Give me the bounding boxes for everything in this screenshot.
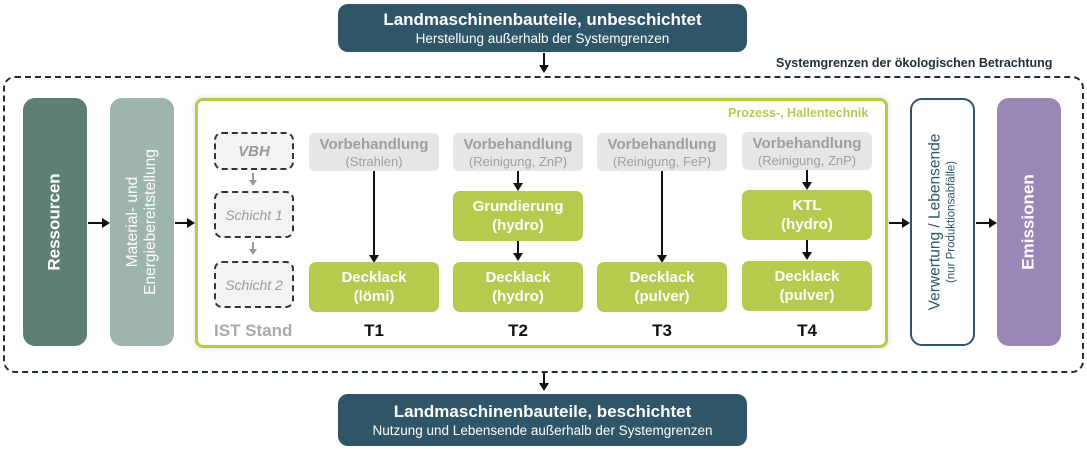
t2-topcoat: Decklack (hydro) xyxy=(453,262,583,312)
arrow-top-down xyxy=(543,53,545,67)
ist-step-schicht1: Schicht 1 xyxy=(214,191,294,238)
t4-ktl-l2: (hydro) xyxy=(781,216,833,233)
material-energy-box: Material- und Energiebereitstellung xyxy=(110,98,174,346)
ist-arrowhead-1 xyxy=(249,180,257,186)
t2-primer-l2: (hydro) xyxy=(492,217,544,234)
arrow-res-mat xyxy=(88,222,104,224)
t3-topcoat: Decklack (pulver) xyxy=(597,262,727,312)
material-energy-label: Material- und Energiebereitstellung xyxy=(124,149,160,295)
t1-topcoat-l1: Decklack xyxy=(341,269,407,286)
t1-pretreatment: Vorbehandlung (Strahlen) xyxy=(309,133,439,171)
t3-topcoat-l2: (pulver) xyxy=(634,288,690,305)
ist-step-schicht2: Schicht 2 xyxy=(214,261,294,308)
t4-pretreatment-title: Vorbehandlung xyxy=(752,135,862,152)
t4-arrow-1 xyxy=(806,170,808,184)
output-box-subtitle: Nutzung und Lebensende außerhalb der Sys… xyxy=(372,423,713,438)
t4-arrow-2 xyxy=(806,240,808,254)
arrowhead-top-down xyxy=(539,65,549,73)
input-box-title: Landmaschinenbauteile, unbeschichtet xyxy=(383,10,702,29)
t2-arrow-2 xyxy=(517,241,519,255)
t4-ktl: KTL (hydro) xyxy=(742,190,872,240)
t3-label: T3 xyxy=(652,321,672,340)
arrow-proc-verw xyxy=(889,222,904,224)
ist-step-vbh: VBH xyxy=(214,132,294,170)
t3-pretreatment-sub: (Reinigung, FeP) xyxy=(612,154,712,169)
t4-topcoat-l2: (pulver) xyxy=(779,287,835,304)
arrow-bottom-down xyxy=(543,373,545,385)
material-line1: Material- und xyxy=(124,176,141,268)
t4-ktl-l1: KTL xyxy=(792,197,822,214)
t4-label: T4 xyxy=(797,321,817,340)
t3-arrowhead xyxy=(657,255,667,263)
t2-topcoat-l2: (hydro) xyxy=(492,288,544,305)
t2-pretreatment-title: Vorbehandlung xyxy=(463,136,573,153)
material-line2: Energiebereitstellung xyxy=(142,149,159,295)
t1-pretreatment-title: Vorbehandlung xyxy=(319,136,429,153)
output-box-coated: Landmaschinenbauteile, beschichtet Nutzu… xyxy=(338,394,747,446)
ist-step-schicht2-label: Schicht 2 xyxy=(225,276,283,293)
input-box-uncoated: Landmaschinenbauteile, unbeschichtet Her… xyxy=(338,4,747,52)
t2-pretreatment: Vorbehandlung (Reinigung, ZnP) xyxy=(453,133,583,171)
t4-arrowhead-1 xyxy=(802,182,812,190)
arrowhead-verw-emis xyxy=(989,218,997,228)
ressourcen-label: Ressourcen xyxy=(45,173,65,271)
t1-arrowhead xyxy=(369,255,379,263)
ist-arrowhead-2 xyxy=(249,249,257,255)
t4-topcoat-l1: Decklack xyxy=(774,268,840,285)
verwertung-label: Verwertung / Lebensende (nur Produktions… xyxy=(927,134,959,311)
t3-pretreatment: Vorbehandlung (Reinigung, FeP) xyxy=(597,133,727,171)
arrow-mat-proc xyxy=(175,222,189,224)
ist-step-vbh-label: VBH xyxy=(238,142,270,160)
t1-topcoat-l2: (lömi) xyxy=(353,288,395,305)
verwertung-line1: Verwertung / Lebensende xyxy=(926,133,944,311)
emissionen-label: Emissionen xyxy=(1019,174,1039,270)
ressourcen-box: Ressourcen xyxy=(23,98,87,346)
t4-pretreatment-sub: (Reinigung, ZnP) xyxy=(757,153,857,168)
arrowhead-res-mat xyxy=(102,218,110,228)
process-area-label: Prozess-, Hallentechnik xyxy=(728,106,869,120)
system-boundary-label: Systemgrenzen der ökologischen Betrachtu… xyxy=(776,56,1053,70)
t2-label: T2 xyxy=(508,321,528,340)
t2-primer: Grundierung (hydro) xyxy=(453,191,583,241)
t3-arrow xyxy=(661,171,663,257)
t3-pretreatment-title: Vorbehandlung xyxy=(607,136,717,153)
t4-pretreatment: Vorbehandlung (Reinigung, ZnP) xyxy=(742,132,872,170)
arrow-verw-emis xyxy=(976,222,991,224)
input-box-subtitle: Herstellung außerhalb der Systemgrenzen xyxy=(415,31,670,46)
t1-label: T1 xyxy=(364,321,384,340)
ist-step-schicht1-label: Schicht 1 xyxy=(225,206,283,223)
arrowhead-proc-verw xyxy=(902,218,910,228)
t4-topcoat: Decklack (pulver) xyxy=(742,261,872,311)
t2-arrow-1 xyxy=(517,171,519,185)
t3-topcoat-l1: Decklack xyxy=(629,269,695,286)
system-boundary xyxy=(3,76,1084,373)
output-box-title: Landmaschinenbauteile, beschichtet xyxy=(393,402,692,421)
t2-topcoat-l1: Decklack xyxy=(485,269,551,286)
t2-pretreatment-sub: (Reinigung, ZnP) xyxy=(468,154,568,169)
ist-stand-label: IST Stand xyxy=(214,321,293,340)
emissionen-box: Emissionen xyxy=(997,98,1061,346)
t4-arrowhead-2 xyxy=(802,252,812,260)
t1-topcoat: Decklack (lömi) xyxy=(309,262,439,312)
t2-arrowhead-2 xyxy=(513,253,523,261)
t2-arrowhead-1 xyxy=(513,183,523,191)
arrowhead-bottom-down xyxy=(539,383,549,391)
t1-pretreatment-sub: (Strahlen) xyxy=(345,154,403,169)
t1-arrow xyxy=(373,171,375,257)
ist-arrow-1 xyxy=(252,173,254,181)
verwertung-box: Verwertung / Lebensende (nur Produktions… xyxy=(910,98,975,346)
verwertung-line2: (nur Produktionsabfälle) xyxy=(945,160,958,284)
arrowhead-mat-proc xyxy=(187,218,195,228)
ist-arrow-2 xyxy=(252,242,254,250)
t2-primer-l1: Grundierung xyxy=(472,198,564,215)
